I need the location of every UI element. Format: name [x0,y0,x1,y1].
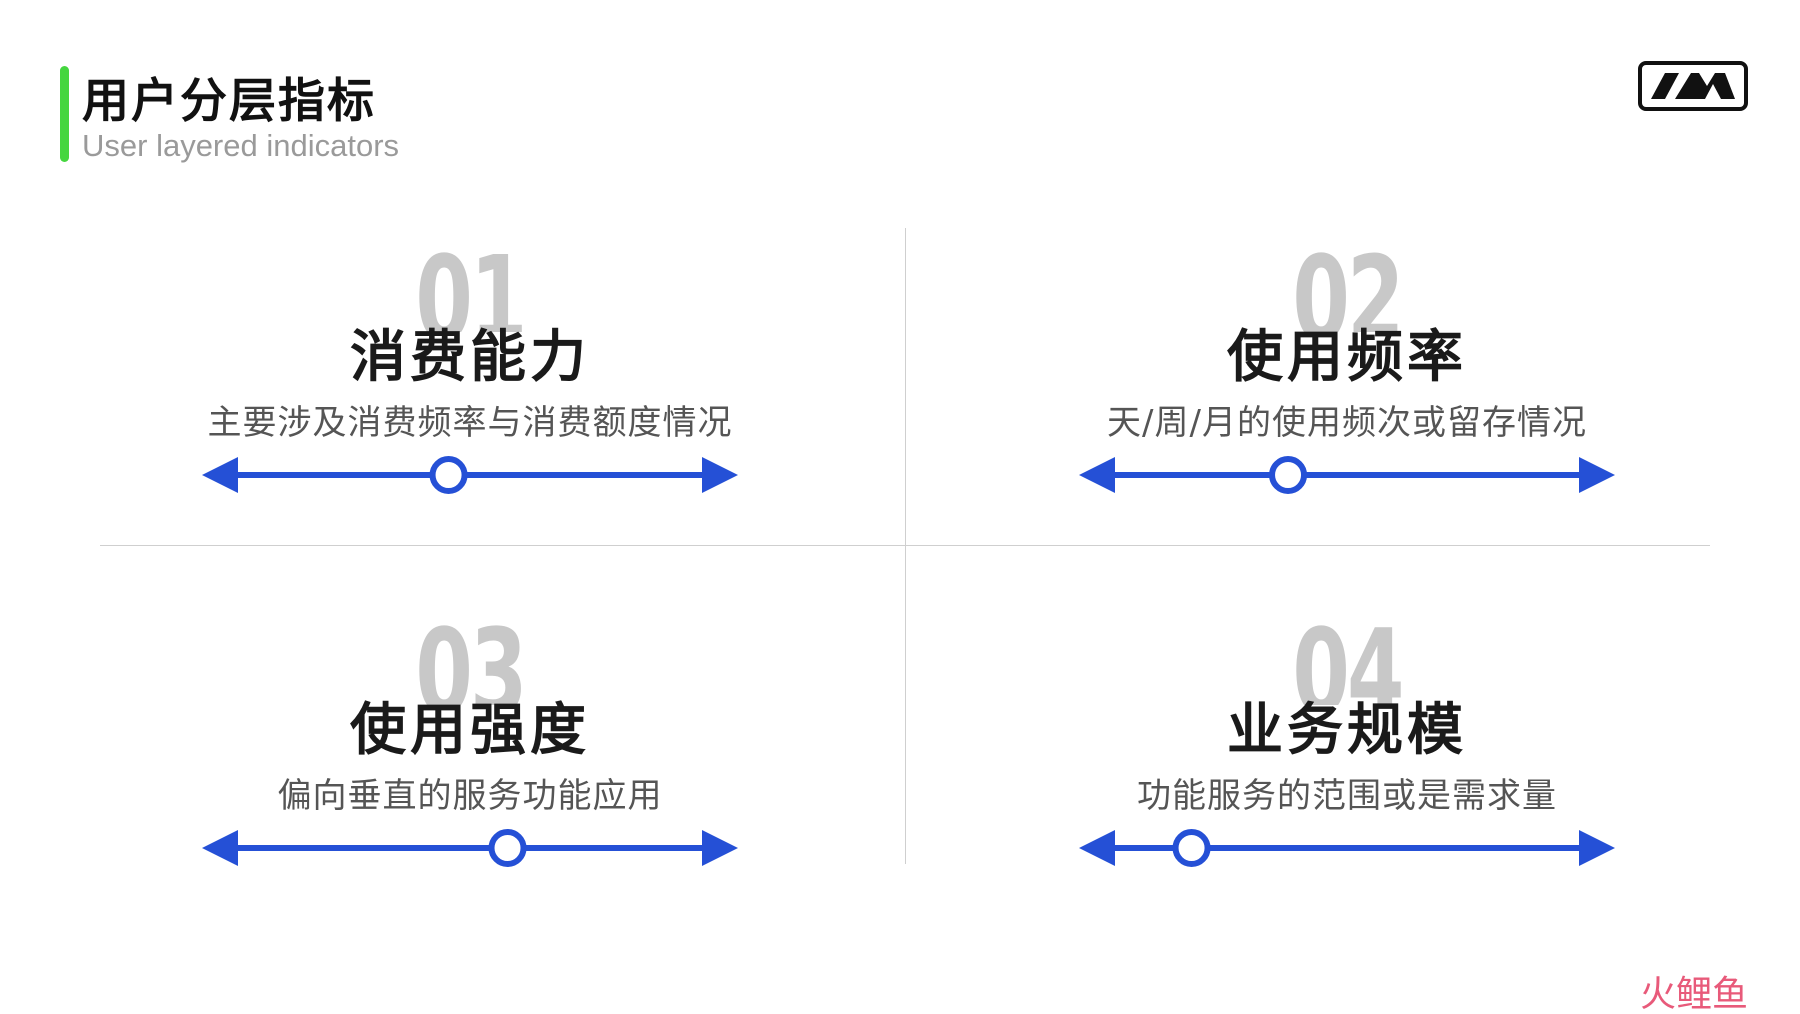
quadrant-usage-intensity: 03 使用强度 偏向垂直的服务功能应用 [190,613,750,913]
quadrant-description: 主要涉及消费频率与消费额度情况 [207,403,733,443]
arrow-right-icon [702,457,738,493]
page-title: 用户分层指标 [82,74,376,129]
brand-logo-icon [1638,61,1748,111]
quadrant-number: 03 [415,613,527,705]
arrow-right-icon [1579,830,1615,866]
slider-handle [1269,456,1308,494]
title-accent-bar [60,66,69,162]
quadrant-usage-frequency: 02 使用频率 天/周/月的使用频次或留存情况 [1067,240,1627,540]
arrow-right-icon [1579,457,1615,493]
arrow-left-icon [202,830,238,866]
quadrant-number: 02 [1292,240,1404,332]
quadrant-consumption-ability: 01 消费能力 主要涉及消费频率与消费额度情况 [190,240,750,540]
level-slider[interactable] [190,450,750,500]
quadrant-title: 业务规模 [1227,698,1467,763]
slider-handle [1172,829,1211,867]
arrow-right-icon [702,830,738,866]
level-slider[interactable] [1067,450,1627,500]
quadrant-business-scale: 04 业务规模 功能服务的范围或是需求量 [1067,613,1627,913]
quadrant-title: 使用频率 [1227,325,1467,390]
quadrant-description: 偏向垂直的服务功能应用 [277,776,663,816]
watermark-text: 火鲤鱼 [1640,974,1748,1014]
quadrant-title: 使用强度 [350,698,590,763]
quadrant-description: 天/周/月的使用频次或留存情况 [1107,403,1587,443]
quadrant-number: 01 [415,240,527,332]
quadrant-title: 消费能力 [350,325,590,390]
page-subtitle: User layered indicators [82,128,400,163]
arrow-left-icon [202,457,238,493]
slider-handle [429,456,468,494]
quadrant-number: 04 [1292,613,1404,705]
arrow-left-icon [1079,830,1115,866]
watermark-logo: 火鲤鱼 [1640,974,1748,1014]
arrow-left-icon [1079,457,1115,493]
slider-handle [488,829,527,867]
vertical-divider [905,228,906,864]
quadrant-description: 功能服务的范围或是需求量 [1137,776,1557,816]
level-slider[interactable] [190,823,750,873]
level-slider[interactable] [1067,823,1627,873]
horizontal-divider [100,545,1710,546]
